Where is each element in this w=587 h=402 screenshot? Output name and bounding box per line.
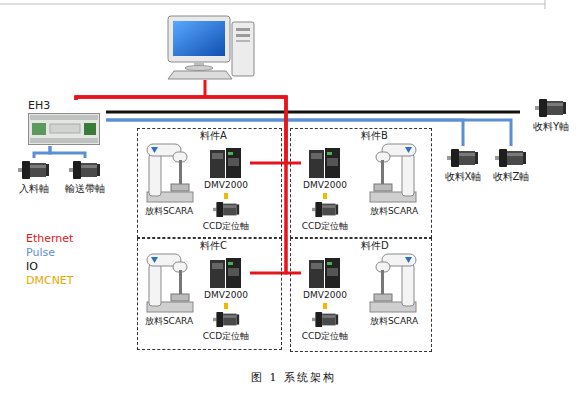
- scara-robot-icon: [143, 252, 195, 314]
- legend: EthernetPulseIODMCNET: [26, 232, 74, 288]
- servo-axis: 收料Y軸: [520, 96, 582, 142]
- computer-icon: [168, 16, 254, 79]
- servo-motor-icon: [495, 147, 527, 169]
- legend-text: DMCNET: [26, 274, 74, 287]
- node-label: CCD定位軸: [302, 221, 349, 231]
- motion-controller: DMV2000: [301, 147, 349, 193]
- node-label: DMV2000: [204, 180, 248, 190]
- connector: [106, 111, 520, 114]
- servo-axis: 入料軸: [12, 158, 56, 204]
- scara-robot: 放料SCARA: [140, 251, 198, 331]
- motion-controller: DMV2000: [202, 257, 250, 303]
- connector: [76, 97, 286, 163]
- legend-swatch: Pulse: [26, 246, 74, 260]
- plc-icon: [28, 113, 100, 145]
- node-label: 放料SCARA: [145, 206, 193, 216]
- legend-text: Pulse: [26, 246, 55, 259]
- plc-node: EH3: [26, 100, 106, 146]
- node-label: DMV2000: [303, 180, 347, 190]
- motion-controller: DMV2000: [202, 147, 250, 193]
- servo-motor-icon: [213, 310, 240, 329]
- top-rule: [0, 4, 545, 5]
- servo-axis: 收料X軸: [440, 146, 486, 192]
- station-group: 料件D DMV2000 放料SCARA CCD定位軸: [290, 238, 432, 352]
- servo-motor-icon: [447, 147, 479, 169]
- ccd-axis: CCD定位軸: [192, 199, 260, 237]
- node-label: 收料Z軸: [493, 171, 530, 183]
- corner-mark: [545, 0, 546, 9]
- figure-caption: 图 1 系统架构: [0, 370, 587, 385]
- station-group: 料件A 放料SCARA DMV2000CCD定位軸: [137, 128, 282, 238]
- ccd-axis: CCD定位軸: [291, 199, 359, 237]
- motion-controller: DMV2000: [301, 257, 349, 303]
- servo-motor-icon: [18, 159, 50, 181]
- node-label: CCD定位軸: [203, 331, 250, 341]
- group-title: 料件C: [200, 240, 227, 252]
- node-label: 收料Y軸: [533, 121, 569, 133]
- servo-motor-icon: [312, 310, 339, 329]
- node-label: 放料SCARA: [370, 316, 418, 326]
- controller-icon: [210, 148, 242, 178]
- servo-motor-icon: [213, 200, 240, 219]
- servo-axis: 輸送帶軸: [58, 158, 112, 204]
- ethernet-drop: [204, 80, 207, 97]
- node-label: DMV2000: [303, 290, 347, 300]
- node-label: 入料軸: [19, 183, 49, 195]
- legend-text: Ethernet: [26, 232, 73, 245]
- connector: [76, 97, 301, 273]
- group-title: 料件A: [200, 130, 227, 142]
- connector: [76, 97, 286, 273]
- controller-icon: [309, 258, 341, 288]
- legend-swatch: DMCNET: [26, 274, 74, 288]
- connector: [323, 193, 327, 199]
- scara-robot-icon: [143, 142, 195, 204]
- controller-icon: [309, 148, 341, 178]
- connector: [106, 120, 511, 146]
- controller-icon: [210, 258, 242, 288]
- scara-robot-icon: [368, 252, 420, 314]
- node-label: 輸送帶軸: [65, 183, 105, 195]
- ccd-axis: CCD定位軸: [192, 309, 260, 347]
- scara-robot: 放料SCARA: [140, 141, 198, 221]
- node-label: 放料SCARA: [145, 316, 193, 326]
- connector: [224, 303, 228, 309]
- connector: [76, 97, 301, 163]
- node-label: CCD定位軸: [302, 331, 349, 341]
- node-label: DMV2000: [204, 290, 248, 300]
- node-label: CCD定位軸: [203, 221, 250, 231]
- scara-robot-icon: [368, 142, 420, 204]
- legend-text: IO: [26, 260, 38, 273]
- scara-robot: 放料SCARA: [363, 251, 425, 331]
- legend-swatch: Ethernet: [26, 232, 74, 246]
- connector: [34, 146, 50, 158]
- group-title: 料件B: [361, 130, 388, 142]
- servo-axis: 收料Z軸: [488, 146, 534, 192]
- node-label: 收料X軸: [445, 171, 482, 183]
- station-group: 料件C 放料SCARA DMV2000CCD定位軸: [137, 238, 282, 350]
- connector: [224, 193, 228, 199]
- servo-motor-icon: [69, 159, 101, 181]
- ccd-axis: CCD定位軸: [291, 309, 359, 347]
- servo-motor-icon: [312, 200, 339, 219]
- group-title: 料件D: [361, 240, 389, 252]
- node-label: 放料SCARA: [370, 206, 418, 216]
- legend-swatch: IO: [26, 260, 74, 274]
- plc-label: EH3: [26, 100, 106, 113]
- station-group: 料件B DMV2000 放料SCARA CCD定位軸: [290, 128, 432, 238]
- servo-motor-icon: [535, 97, 567, 119]
- connector: [323, 303, 327, 309]
- connector: [50, 146, 85, 158]
- scara-robot: 放料SCARA: [363, 141, 425, 221]
